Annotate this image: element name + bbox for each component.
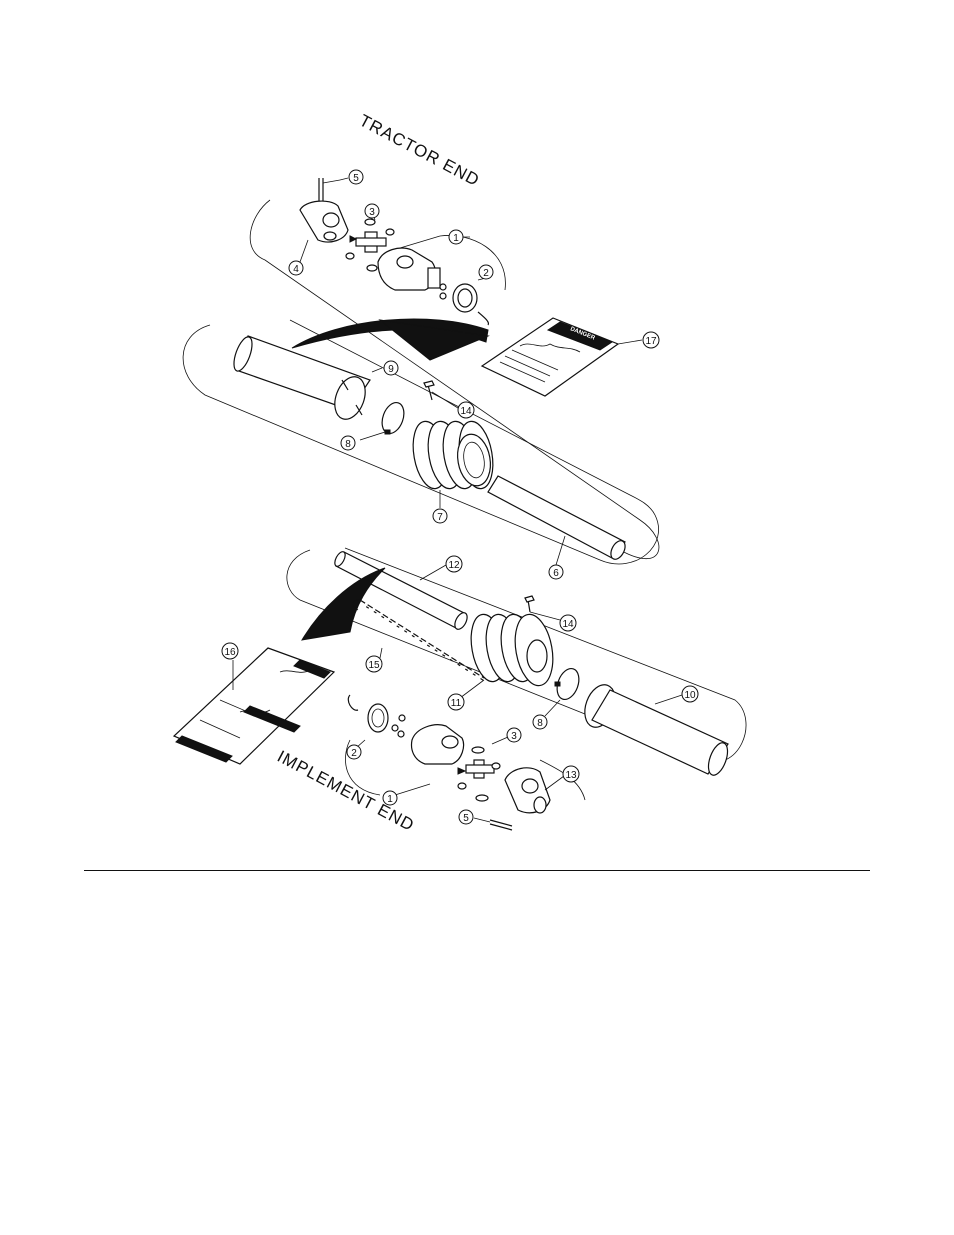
shield-bearing-lower: [554, 667, 580, 701]
svg-text:15: 15: [368, 660, 380, 671]
callout-13: 13: [562, 765, 580, 783]
inner-tube-lower: [334, 551, 468, 630]
tractor-yoke-group-outline: [249, 199, 660, 560]
callout-14-upper: 14: [457, 401, 475, 419]
svg-text:7: 7: [437, 512, 443, 523]
shield-arrow-lower: [301, 567, 386, 641]
callout-7: 7: [432, 508, 448, 524]
callout-4: 4: [288, 260, 304, 276]
svg-text:12: 12: [448, 560, 460, 571]
svg-text:8: 8: [345, 439, 351, 450]
svg-text:2: 2: [351, 748, 357, 759]
callout-1-upper: 1: [448, 229, 464, 245]
shield-cone-upper: [412, 420, 494, 490]
safety-chain: [352, 599, 487, 683]
outer-tube-lower: [584, 684, 729, 776]
callout-2-lower: 2: [346, 744, 362, 760]
callout-8-lower: 8: [532, 714, 548, 730]
svg-text:11: 11: [451, 698, 462, 709]
driveline-exploded-diagram: TRACTOR END IMPLEMENT END: [172, 111, 747, 835]
svg-text:4: 4: [293, 264, 299, 275]
callout-16: 16: [221, 642, 239, 660]
svg-text:14: 14: [460, 406, 472, 417]
svg-text:10: 10: [684, 690, 696, 701]
leader-lines: [232, 177, 683, 823]
svg-text:8: 8: [537, 718, 543, 729]
cross-kit-upper: [345, 214, 395, 272]
callout-5-lower: 5: [458, 809, 474, 825]
callout-5-upper: 5: [348, 169, 364, 185]
svg-text:17: 17: [645, 336, 657, 347]
svg-text:3: 3: [369, 207, 375, 218]
implement-yoke: [504, 767, 551, 814]
svg-text:16: 16: [224, 647, 236, 658]
callout-17: 17: [642, 331, 660, 349]
svg-text:14: 14: [562, 619, 574, 630]
callout-3-upper: 3: [364, 203, 380, 219]
svg-text:2: 2: [483, 268, 489, 279]
callout-12: 12: [445, 555, 463, 573]
tractor-yoke: [299, 200, 349, 263]
callout-6: 6: [548, 564, 564, 580]
danger-decal-17: DANGER: [480, 317, 620, 397]
shield-arrow-upper-fill: [378, 319, 490, 361]
inner-yoke-lower: [347, 694, 465, 765]
svg-text:5: 5: [463, 813, 469, 824]
callout-14-lower: 14: [559, 614, 577, 632]
callout-1-lower: 1: [382, 790, 398, 806]
bearing-ring-upper: [439, 277, 490, 326]
callout-11: 11: [447, 693, 465, 711]
shield-screw-upper: [423, 380, 435, 401]
implement-yoke-group-outline: [345, 739, 586, 801]
inner-yoke-upper: [377, 235, 506, 291]
page-divider-rule: [84, 870, 870, 871]
callout-2-upper: 2: [478, 264, 494, 280]
implement-end-label: IMPLEMENT END: [274, 747, 418, 835]
tractor-end-label: TRACTOR END: [356, 111, 483, 190]
inner-tube-upper: [487, 475, 626, 560]
callout-3-lower: 3: [506, 727, 522, 743]
callout-15: 15: [365, 655, 383, 673]
svg-text:1: 1: [387, 794, 393, 805]
callout-10: 10: [681, 685, 699, 703]
svg-text:5: 5: [353, 173, 359, 184]
shield-bell-upper: [334, 376, 366, 420]
svg-text:6: 6: [553, 568, 559, 579]
shield-cone-lower: [470, 613, 554, 687]
upper-capsule-outline: [182, 319, 659, 565]
svg-text:3: 3: [511, 731, 517, 742]
shield-screw-lower: [524, 595, 535, 613]
shield-bearing-upper: [381, 401, 405, 435]
cross-kit-lower: [457, 746, 501, 802]
danger-decal-16: [172, 647, 336, 765]
svg-text:9: 9: [388, 364, 394, 375]
callout-9: 9: [383, 360, 399, 376]
svg-text:13: 13: [565, 770, 577, 781]
callout-8-upper: 8: [340, 435, 356, 451]
svg-text:1: 1: [453, 233, 459, 244]
spring-pin-lower: [489, 819, 513, 831]
